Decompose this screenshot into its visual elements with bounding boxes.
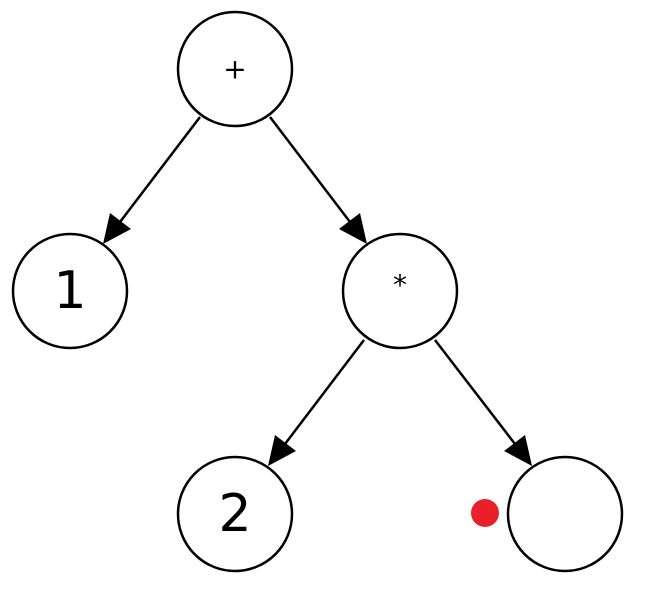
arrowhead-times-to-empty	[504, 435, 532, 466]
node-times[interactable]: *	[341, 232, 459, 350]
node-times-circle	[341, 232, 459, 350]
node-two[interactable]: 2	[176, 455, 294, 573]
node-plus-circle	[176, 10, 294, 128]
node-plus-label: +	[223, 53, 246, 86]
arrowhead-plus-to-one	[103, 213, 131, 244]
edge-plus-to-times	[269, 116, 351, 223]
node-one-label: 1	[53, 261, 86, 321]
edge-times-to-empty	[434, 339, 516, 445]
node-plus[interactable]: +	[176, 10, 294, 128]
arrowhead-plus-to-times	[339, 213, 367, 244]
edge-times-to-two	[284, 339, 365, 445]
node-times-label: *	[393, 269, 407, 302]
arrowhead-times-to-two	[268, 435, 296, 466]
edges	[103, 116, 532, 466]
edge-plus-to-one	[119, 116, 201, 223]
node-two-label: 2	[218, 484, 251, 544]
node-one-circle	[11, 232, 129, 350]
node-empty-circle	[506, 455, 624, 573]
node-two-circle	[176, 455, 294, 573]
node-empty[interactable]	[506, 455, 624, 573]
red-marker-dot	[471, 499, 499, 527]
node-one[interactable]: 1	[11, 232, 129, 350]
